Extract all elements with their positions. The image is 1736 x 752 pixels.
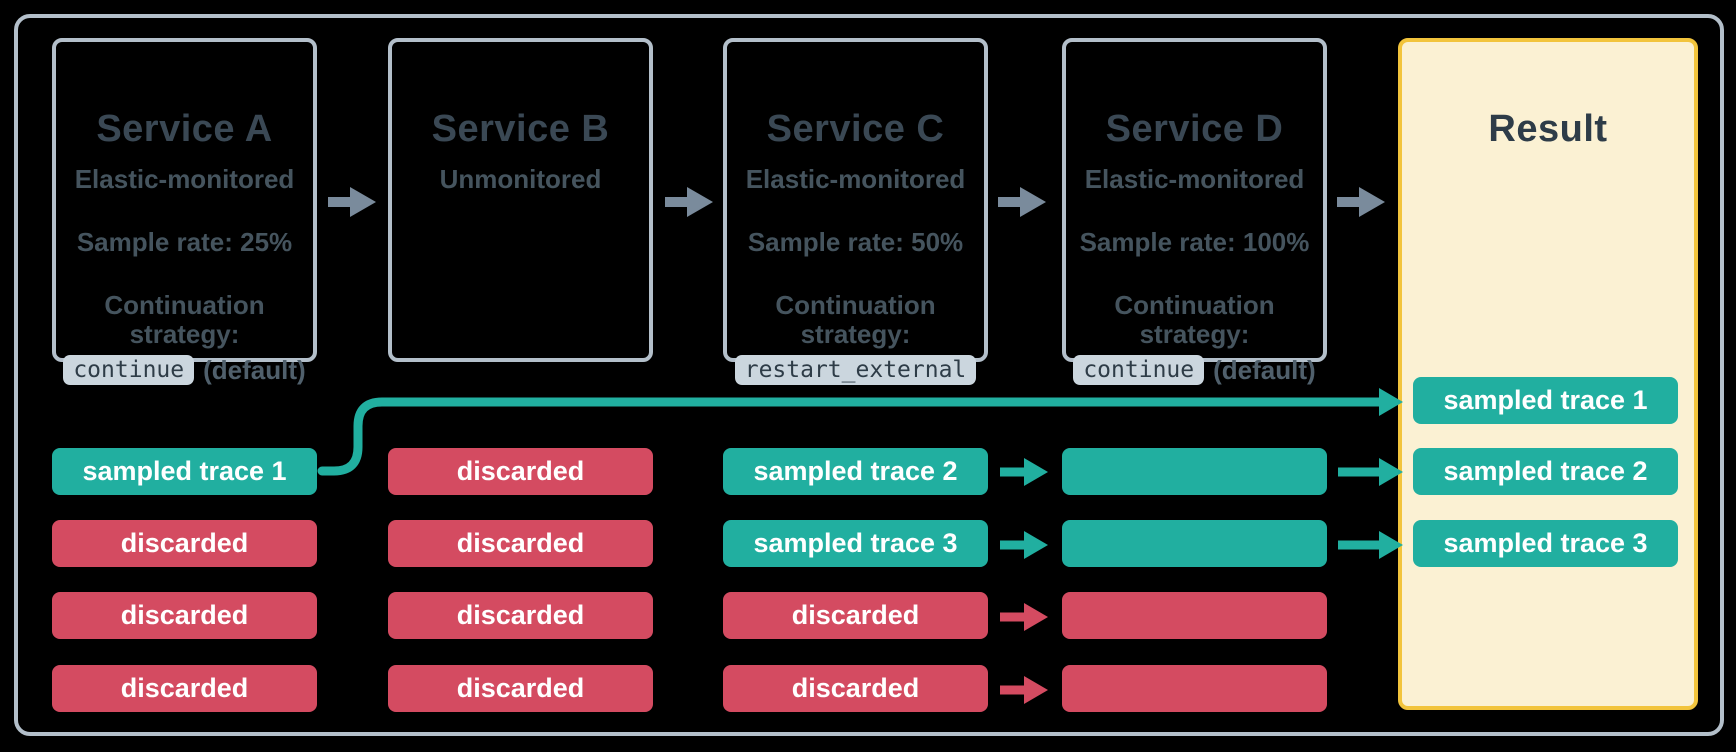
service-c-title: Service C	[766, 108, 945, 150]
service-d-sample-rate: Sample rate: 100%	[1079, 227, 1310, 257]
trace-a-1: sampled trace 1	[52, 448, 317, 495]
trace-d-4	[1062, 665, 1327, 712]
service-a-strategy-line2: strategy:	[129, 319, 240, 349]
trace-c-4: discarded	[723, 665, 988, 712]
service-d-strategy-line2: strategy:	[1139, 319, 1250, 349]
service-d-box: Service D Elastic-monitored Sample rate:…	[1062, 38, 1327, 385]
trace-b-2: discarded	[388, 520, 653, 567]
trace-a-3: discarded	[52, 592, 317, 639]
trace-b-3: discarded	[388, 592, 653, 639]
service-c-strategy-line1: Continuation	[775, 290, 936, 320]
service-a-box: Service A Elastic-monitored Sample rate:…	[52, 38, 317, 385]
service-b-title: Service B	[431, 108, 610, 150]
service-d-strategy-line1: Continuation	[1114, 290, 1275, 320]
result-trace-1: sampled trace 1	[1413, 377, 1678, 424]
trace-c-3: discarded	[723, 592, 988, 639]
service-a-strategy-badge: continue	[63, 355, 195, 385]
service-a-monitoring: Elastic-monitored	[74, 164, 295, 194]
service-d-title: Service D	[1105, 108, 1284, 150]
service-b-monitoring: Unmonitored	[439, 164, 602, 194]
trace-c-2: sampled trace 3	[723, 520, 988, 567]
service-b-box: Service B Unmonitored	[388, 38, 653, 362]
service-d-strategy-default: (default)	[1213, 355, 1316, 385]
result-box: Result sampled trace 1 sampled trace 2 s…	[1398, 38, 1698, 710]
trace-c-1: sampled trace 2	[723, 448, 988, 495]
service-a-sample-rate: Sample rate: 25%	[76, 227, 293, 257]
trace-b-4: discarded	[388, 665, 653, 712]
result-trace-2: sampled trace 2	[1413, 448, 1678, 495]
service-a-strategy-line1: Continuation	[104, 290, 265, 320]
trace-a-4: discarded	[52, 665, 317, 712]
service-d-strategy-badge: continue	[1073, 355, 1205, 385]
service-c-monitoring: Elastic-monitored	[745, 164, 966, 194]
service-a-strategy-default: (default)	[203, 355, 306, 385]
service-d-strategy-row: continue (default)	[1066, 353, 1323, 387]
service-c-strategy-row: restart_external	[727, 353, 984, 387]
service-c-sample-rate: Sample rate: 50%	[747, 227, 964, 257]
service-c-box: Service C Elastic-monitored Sample rate:…	[723, 38, 988, 385]
trace-d-3	[1062, 592, 1327, 639]
trace-d-1	[1062, 448, 1327, 495]
service-d-monitoring: Elastic-monitored	[1084, 164, 1305, 194]
result-title: Result	[1488, 108, 1608, 150]
trace-b-1: discarded	[388, 448, 653, 495]
outer-frame	[14, 14, 1724, 736]
service-c-strategy-badge: restart_external	[734, 355, 977, 385]
trace-d-2	[1062, 520, 1327, 567]
service-a-strategy-row: continue (default)	[56, 353, 313, 387]
service-a-title: Service A	[96, 108, 273, 150]
result-trace-3: sampled trace 3	[1413, 520, 1678, 567]
service-c-strategy-line2: strategy:	[800, 319, 911, 349]
trace-a-2: discarded	[52, 520, 317, 567]
